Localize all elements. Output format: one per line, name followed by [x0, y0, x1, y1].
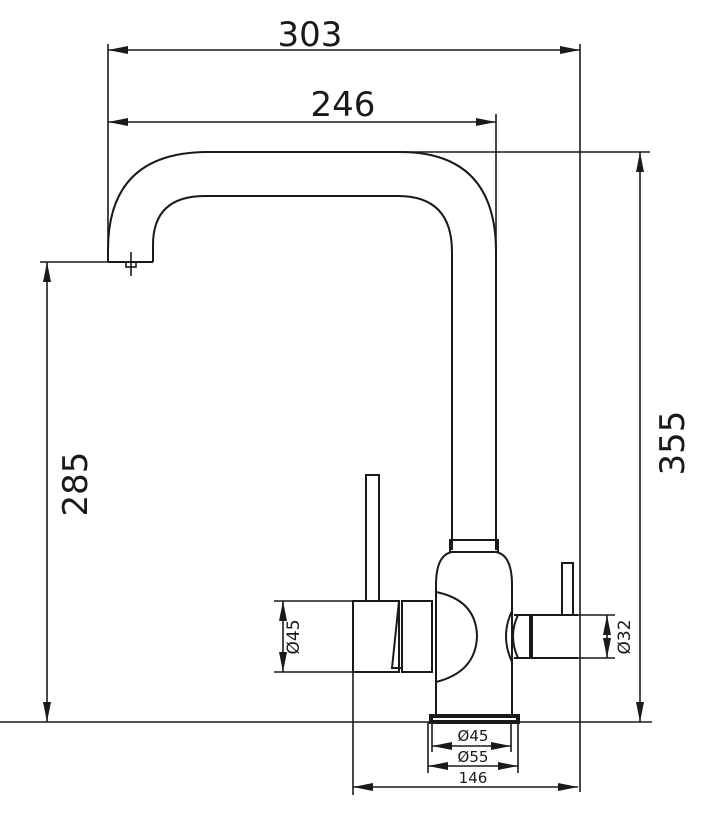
dim-base-diameter: Ø55: [458, 748, 489, 766]
left-handle: [352, 474, 479, 683]
dim-right-handle-diameter: Ø32: [615, 619, 635, 654]
left-lever: [365, 474, 380, 602]
dimension-lines: [43, 46, 644, 791]
dim-body-diameter: Ø45: [458, 727, 489, 745]
faucet-body: [429, 539, 520, 724]
dim-left-handle-diameter: Ø45: [284, 619, 304, 654]
right-handle: [505, 562, 578, 663]
extension-lines: [0, 44, 652, 795]
dim-spout-reach: 246: [311, 85, 376, 125]
dim-spout-height: 285: [56, 452, 96, 517]
dim-overall-reach: 303: [278, 15, 343, 55]
dim-overall-height: 355: [653, 411, 693, 476]
right-lever: [561, 562, 574, 616]
dim-handle-span: 146: [459, 769, 488, 787]
spout: [107, 151, 497, 550]
